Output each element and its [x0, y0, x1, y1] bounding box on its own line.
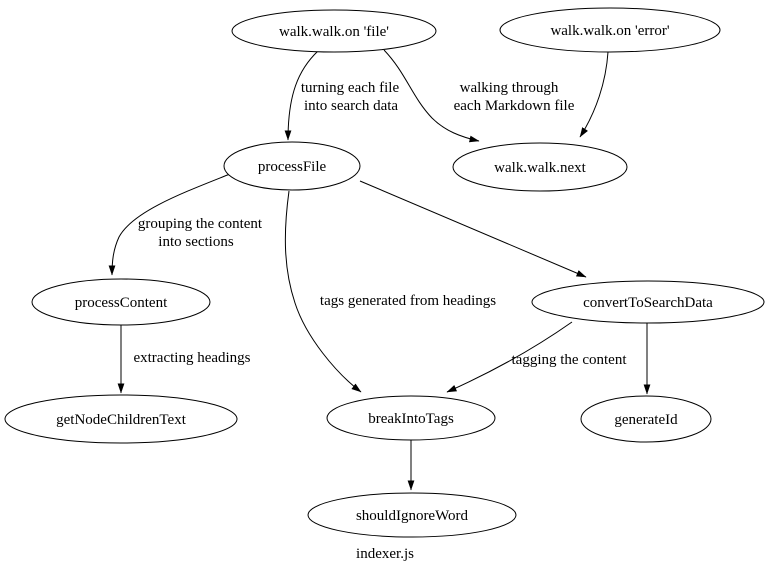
edge-file-to-walk-next: [383, 49, 480, 143]
node-processFile-shape: [223, 141, 361, 191]
node-getNodeChildrenText-label: getNodeChildrenText: [56, 412, 187, 428]
edge-processFile-to-processContent: [108, 173, 231, 276]
edge-label-extracting-headings: extracting headings: [133, 350, 250, 366]
edge-file-to-processFile: [284, 50, 319, 141]
node-walk-next-label: walk.walk.next: [494, 160, 586, 176]
edge-processFile-to-breakIntoTags: [284, 190, 362, 393]
edge-label-walking-through-line1: walking through: [460, 80, 559, 96]
edge-label-turning-each-file-line1: turning each file: [301, 80, 400, 96]
node-breakIntoTags: breakIntoTags: [326, 395, 496, 441]
node-layer: walk.walk.on 'file' walk.walk.on 'error'…: [4, 7, 765, 538]
node-generateId-shape: [580, 395, 712, 443]
edge-label-grouping-content-line2: into sections: [158, 234, 234, 250]
graph-title: indexer.js: [356, 546, 414, 562]
edge-label-walking-through-line2: each Markdown file: [454, 98, 575, 114]
node-getNodeChildrenText-shape: [4, 394, 238, 444]
node-convertToSearchData: convertToSearchData: [531, 280, 765, 324]
edge-label-turning-each-file-line2: into search data: [304, 98, 398, 114]
node-walk-next-shape: [452, 142, 628, 192]
node-generateId: generateId: [580, 395, 712, 443]
node-processFile: processFile: [223, 141, 361, 191]
edge-label-tagging-content: tagging the content: [512, 352, 628, 368]
edge-processFile-to-convertToSearchData: [359, 180, 587, 278]
node-convertToSearchData-shape: [531, 280, 765, 324]
edge-error-to-walk-next: [579, 51, 609, 138]
node-walk-on-error-label: walk.walk.on 'error': [550, 23, 669, 39]
node-walk-on-file: walk.walk.on 'file': [231, 9, 437, 53]
node-processContent-shape: [31, 278, 211, 326]
node-shouldIgnoreWord-shape: [307, 492, 517, 538]
node-processContent: processContent: [31, 278, 211, 326]
edge-label-layer: turning each file into search data walki…: [133, 80, 627, 368]
node-breakIntoTags-shape: [326, 395, 496, 441]
node-walk-on-error-shape: [499, 7, 721, 53]
node-generateId-label: generateId: [614, 412, 678, 428]
node-walk-on-file-label: walk.walk.on 'file': [279, 24, 389, 40]
edge-label-grouping-content-line1: grouping the content: [138, 216, 263, 232]
edge-convertToSearchData-to-breakIntoTags: [446, 321, 573, 393]
node-convertToSearchData-label: convertToSearchData: [583, 295, 713, 311]
node-getNodeChildrenText: getNodeChildrenText: [4, 394, 238, 444]
node-processContent-label: processContent: [75, 295, 168, 311]
node-walk-on-error: walk.walk.on 'error': [499, 7, 721, 53]
edge-label-tags-generated: tags generated from headings: [320, 293, 496, 309]
node-walk-next: walk.walk.next: [452, 142, 628, 192]
node-walk-on-file-shape: [231, 9, 437, 53]
node-breakIntoTags-label: breakIntoTags: [368, 411, 454, 427]
node-shouldIgnoreWord-label: shouldIgnoreWord: [356, 508, 469, 524]
node-processFile-label: processFile: [258, 159, 327, 175]
edge-layer: [108, 49, 651, 491]
node-shouldIgnoreWord: shouldIgnoreWord: [307, 492, 517, 538]
